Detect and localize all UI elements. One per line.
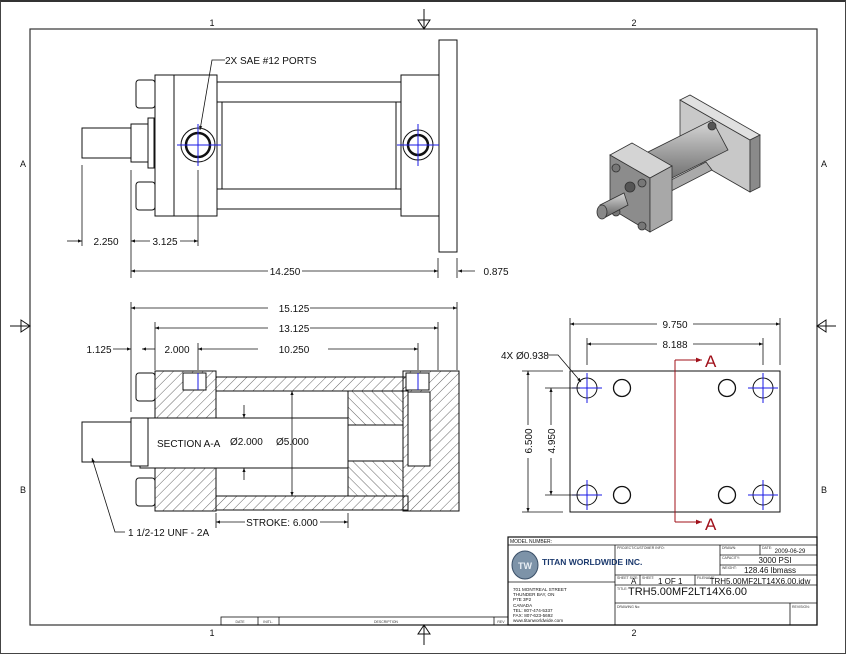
model-number-label: MODEL NUMBER: xyxy=(510,539,552,545)
sheet-size-value: A xyxy=(631,577,637,586)
section-view xyxy=(81,370,460,512)
dim-flange-height: 6.500 xyxy=(524,428,535,453)
drawing-no-label: DRAWING No: xyxy=(617,605,640,609)
section-view-dimensions xyxy=(91,302,458,533)
company-address: 701 MONTREAL STREET THUNDER BAY, ON P7E … xyxy=(513,587,567,623)
filename-label: FILENAME: xyxy=(697,576,716,580)
filename-value: TRH5.00MF2LT14X6.00.idw xyxy=(710,577,811,586)
capacity-label: CAPACITY: xyxy=(722,556,740,560)
hole-note: 4X Ø0.938 xyxy=(501,351,549,362)
svg-text:TW: TW xyxy=(518,561,532,571)
rod-diameter: Ø2.000 xyxy=(230,437,263,448)
thread-note: 1 1/2-12 UNF - 2A xyxy=(128,528,209,539)
dim-port-location: 3.125 xyxy=(152,237,177,248)
rev-initials-header: INITL. xyxy=(263,620,273,624)
isometric-view xyxy=(596,94,761,233)
dim-stroke: STROKE: 6.000 xyxy=(246,518,318,529)
date-value: 2009-06-29 xyxy=(775,549,806,555)
section-marker-bottom: A xyxy=(705,515,717,534)
svg-text:TEL: 807-474-5337: TEL: 807-474-5337 xyxy=(513,608,553,613)
rev-description-header: DESCRIPTION xyxy=(374,620,398,624)
sheet-size-label: SHEET SIZE: xyxy=(617,576,638,580)
zone-col-1-bottom: 1 xyxy=(209,628,214,638)
flange-dimensions xyxy=(522,318,781,513)
bore-diameter: Ø5.000 xyxy=(276,437,309,448)
title-label: TITLE: xyxy=(617,587,628,591)
weight-value: 128.46 lbmass xyxy=(744,566,796,575)
title-block xyxy=(507,536,818,626)
company-logo: TW xyxy=(511,550,539,580)
zone-col-2-top: 2 xyxy=(631,18,636,28)
sheet-label: SHEET: xyxy=(642,576,655,580)
section-cut-line xyxy=(674,357,702,525)
port-note: 2X SAE #12 PORTS xyxy=(225,56,317,67)
dim-flange-thickness: 0.875 xyxy=(483,267,508,278)
dim-port-offset: 2.000 xyxy=(164,345,189,356)
svg-text:www.titanworldwide.com: www.titanworldwide.com xyxy=(513,618,563,623)
rev-date-header: DATE xyxy=(235,620,245,624)
top-view-centerlines xyxy=(177,124,439,166)
section-port-centerlines xyxy=(197,373,419,390)
dim-flange-width: 9.750 xyxy=(662,320,687,331)
zone-col-2-bottom: 2 xyxy=(631,628,636,638)
rev-header: REV xyxy=(497,620,505,624)
dim-hole-spacing-y: 4.950 xyxy=(547,428,558,453)
top-view xyxy=(81,39,458,253)
section-marker-top: A xyxy=(705,352,717,371)
dim-section-overall: 15.125 xyxy=(279,304,310,315)
company-name: TITAN WORLDWIDE INC. xyxy=(542,557,642,567)
centering-marks xyxy=(10,9,836,645)
date-label: DATE: xyxy=(762,546,772,550)
zone-row-b-left: B xyxy=(20,485,26,495)
capacity-value: 3000 PSI xyxy=(759,556,792,565)
dim-port-spacing: 10.250 xyxy=(279,345,310,356)
drawing-title: TRH5.00MF2LT14X6.00 xyxy=(628,586,747,598)
top-view-dimensions xyxy=(67,59,475,278)
svg-text:CANADA: CANADA xyxy=(513,603,533,608)
dim-rod-offset: 1.125 xyxy=(86,345,111,356)
sheet-value: 1 OF 1 xyxy=(658,577,683,586)
zone-row-a-left: A xyxy=(20,159,26,169)
weight-label: WEIGHT: xyxy=(722,566,737,570)
dim-section-body: 13.125 xyxy=(279,324,310,335)
dim-rod-extension: 2.250 xyxy=(93,237,118,248)
svg-text:P7E 3P2: P7E 3P2 xyxy=(513,597,532,602)
project-label: PROJECT/CUSTOMER INFO: xyxy=(617,546,665,550)
dim-overall-length: 14.250 xyxy=(270,267,301,278)
svg-text:THUNDER BAY, ON: THUNDER BAY, ON xyxy=(513,592,554,597)
revision-label: REVISION: xyxy=(792,605,810,609)
flange-hole-centerlines xyxy=(572,373,778,510)
dim-hole-spacing-x: 8.188 xyxy=(662,340,687,351)
zone-row-b-right: B xyxy=(821,485,827,495)
svg-text:701 MONTREAL STREET: 701 MONTREAL STREET xyxy=(513,587,567,592)
drawn-label: DRAWN: xyxy=(722,546,736,550)
zone-col-1-top: 1 xyxy=(209,18,214,28)
zone-row-a-right: A xyxy=(821,159,827,169)
svg-text:FAX: 807-623-5692: FAX: 807-623-5692 xyxy=(513,613,553,618)
section-label: SECTION A-A xyxy=(157,439,221,450)
